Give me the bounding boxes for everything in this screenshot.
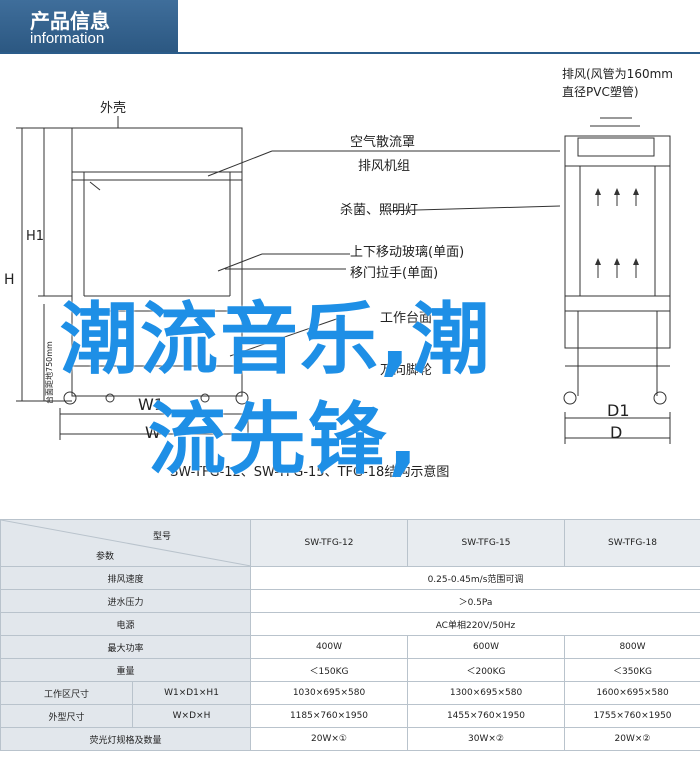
row-label: 进水压力	[0, 589, 251, 613]
dim-w: W	[145, 423, 161, 442]
label-fan: 排风机组	[358, 159, 410, 174]
row-value: 20W×①	[250, 727, 408, 751]
table-row: 工作区尺寸 W1×D1×H1 1030×695×580 1300×695×580…	[0, 681, 700, 705]
row-label: 工作区尺寸	[0, 681, 133, 705]
row-label: 最大功率	[0, 635, 251, 659]
label-exhaust-pipe: 排风(风管为160mm	[562, 66, 673, 81]
row-sub-label: W1×D1×H1	[132, 681, 251, 705]
row-sub-label: W×D×H	[132, 704, 251, 728]
row-value: AC单相220V/50Hz	[250, 612, 700, 636]
promo-line-2: 流先锋,	[148, 395, 420, 485]
row-value: 1600×695×580	[564, 681, 700, 705]
dim-h: H	[4, 272, 15, 288]
structure-diagram: 外壳 排风(风管为160mm 直径PVC塑管) 空气散流罩 排风机组 杀菌、照明…	[4, 66, 673, 480]
dim-h1: H1	[26, 229, 44, 244]
row-value: ＜200KG	[407, 658, 565, 682]
row-label: 外型尺寸	[0, 704, 133, 728]
label-glass-door: 上下移动玻璃(单面)	[350, 245, 464, 260]
dim-d1: D1	[607, 401, 630, 420]
row-label: 电源	[0, 612, 251, 636]
row-value: 600W	[407, 635, 565, 659]
dim-d: D	[610, 423, 622, 442]
header-model: 型号	[153, 532, 172, 542]
header-bar: 产品信息 information	[0, 0, 700, 54]
row-label: 荧光灯规格及数量	[0, 727, 251, 751]
row-value: ＜150KG	[250, 658, 408, 682]
row-value: 1185×760×1950	[250, 704, 408, 728]
model-col-3: SW-TFG-18	[564, 519, 700, 567]
promo-line-1: 潮流音乐,潮	[60, 295, 492, 385]
label-wheels: 万向脚轮	[380, 362, 432, 378]
header-tab: 产品信息 information	[0, 0, 178, 52]
diagonal-header-cell: 型号 参数	[0, 519, 251, 567]
table-row: 重量 ＜150KG ＜200KG ＜350KG	[0, 658, 700, 682]
row-value: 800W	[564, 635, 700, 659]
row-value: ＞0.5Pa	[250, 589, 700, 613]
row-value: 20W×②	[564, 727, 700, 751]
table-row: 排风速度 0.25-0.45m/s范围可调	[0, 566, 700, 590]
spec-table: 型号 参数 SW-TFG-12 SW-TFG-15 SW-TFG-18 排风速度…	[0, 519, 700, 751]
row-value: 1300×695×580	[407, 681, 565, 705]
row-label: 排风速度	[0, 566, 251, 590]
row-value: 1455×760×1950	[407, 704, 565, 728]
row-value: 0.25-0.45m/s范围可调	[250, 566, 700, 590]
diagonal-line	[1, 520, 251, 566]
label-shell: 外壳	[100, 101, 126, 116]
table-row: 荧光灯规格及数量 20W×① 30W×② 20W×②	[0, 727, 700, 751]
label-exhaust-pipe-2: 直径PVC塑管)	[562, 84, 639, 99]
row-value: ＜350KG	[564, 658, 700, 682]
promo-overlay-text: 潮流音乐,潮 流先锋,	[60, 290, 660, 490]
row-value: 1030×695×580	[250, 681, 408, 705]
table-row: 最大功率 400W 600W 800W	[0, 635, 700, 659]
header-param: 参数	[96, 552, 115, 562]
table-row: 电源 AC单相220V/50Hz	[0, 612, 700, 636]
model-col-2: SW-TFG-15	[407, 519, 565, 567]
table-row: 进水压力 ＞0.5Pa	[0, 589, 700, 613]
row-label: 重量	[0, 658, 251, 682]
header-title-cn: 产品信息	[30, 9, 110, 33]
row-value: 1755×760×1950	[564, 704, 700, 728]
header-title-en: information	[30, 30, 105, 47]
row-value: 30W×②	[407, 727, 565, 751]
diagram-caption: SW-TFG-12、SW-TFG-15、TFG-18结构示意图	[170, 464, 449, 480]
table-row: 外型尺寸 W×D×H 1185×760×1950 1455×760×1950 1…	[0, 704, 700, 728]
label-uv-lamp: 杀菌、照明灯	[340, 203, 418, 218]
table-header-row: 型号 参数 SW-TFG-12 SW-TFG-15 SW-TFG-18	[0, 519, 700, 567]
label-handle: 移门拉手(单面)	[350, 266, 438, 281]
row-value: 400W	[250, 635, 408, 659]
model-col-1: SW-TFG-12	[250, 519, 408, 567]
dim-750: 台面距地750mm	[44, 341, 54, 404]
dim-w1: W1	[138, 395, 164, 414]
label-work-surface: 工作台面	[380, 311, 432, 326]
label-diffuser: 空气散流罩	[350, 134, 415, 150]
